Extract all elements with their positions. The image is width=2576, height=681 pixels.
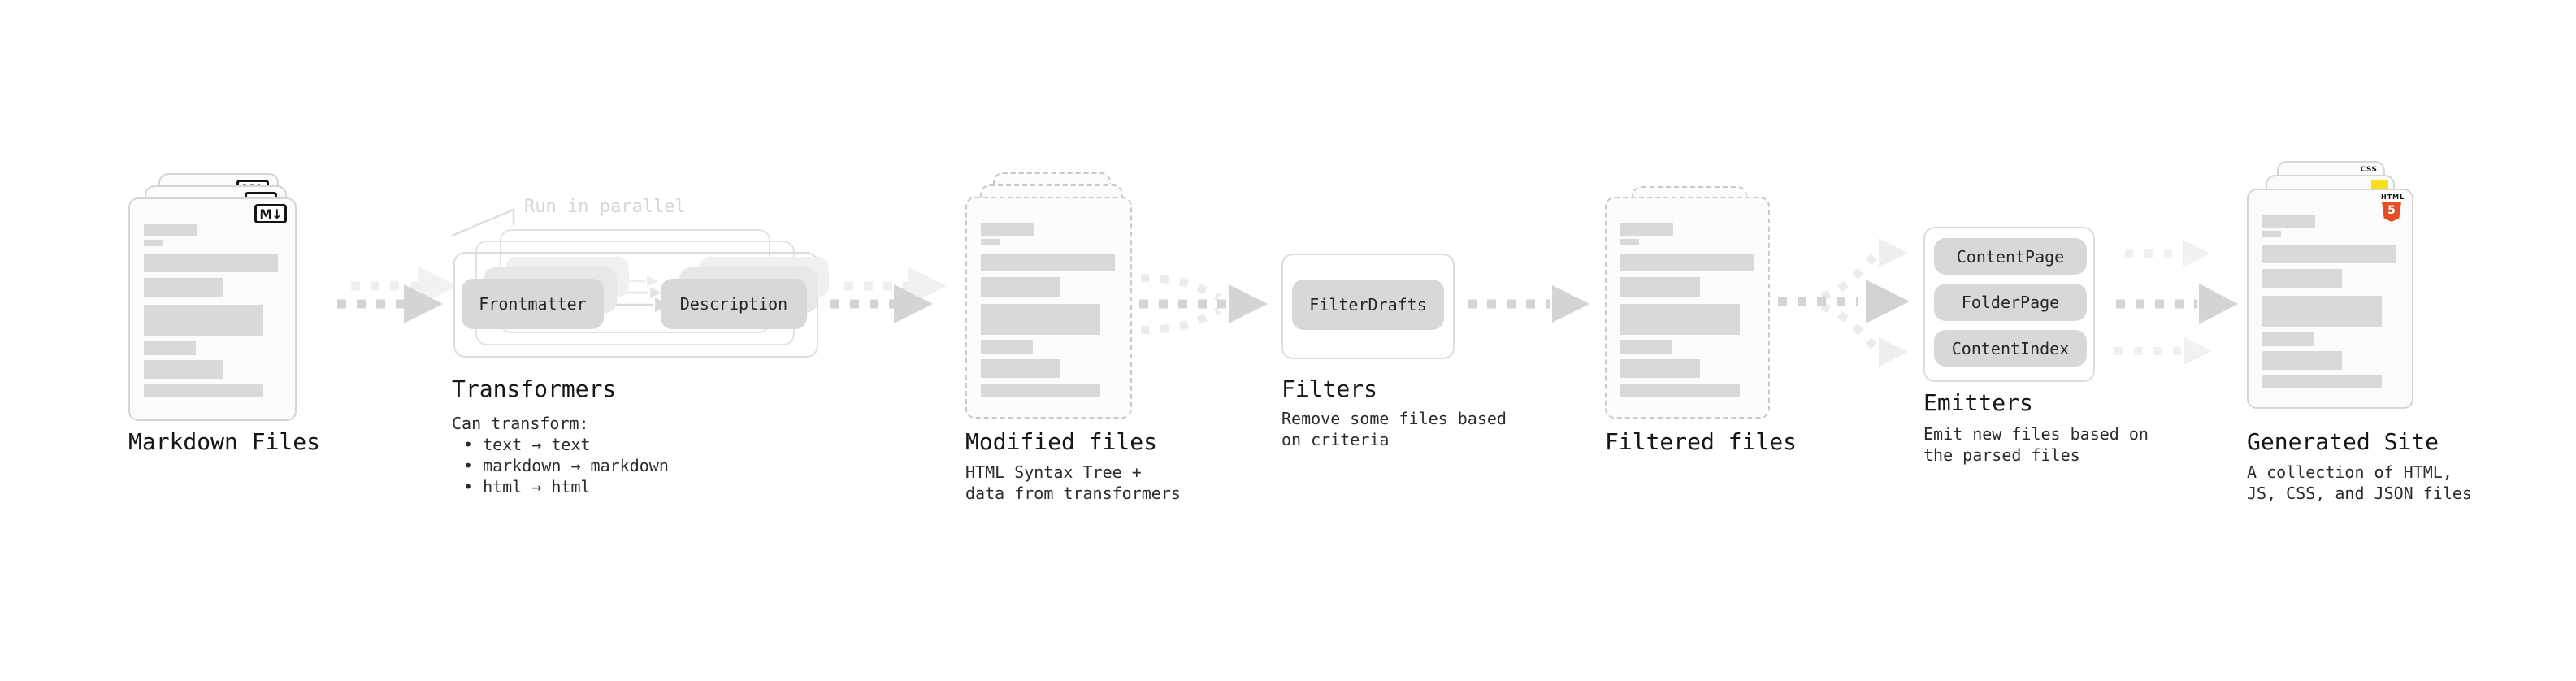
placeholder-bar [981, 277, 1060, 297]
contentpage-pill: ContentPage [1934, 238, 2087, 275]
placeholder-bar [2262, 245, 2396, 263]
transformer-frame-front [453, 252, 818, 358]
generated-file-card-html: HTML 5 [2247, 189, 2413, 409]
placeholder-bar [2262, 215, 2315, 228]
transformers-label: Transformers [452, 375, 617, 402]
placeholder-bar [144, 278, 223, 297]
modified-files-description-line: data from transformers [965, 484, 1181, 503]
markdown-icon-glyph: M↓ [259, 206, 282, 222]
modified-file-card-front [965, 197, 1132, 419]
frontmatter-pill-label: Frontmatter [479, 294, 587, 314]
emitters-description-line: the parsed files [1923, 445, 2080, 465]
arrow-markdown-to-transformers [337, 267, 457, 323]
placeholder-bar [981, 384, 1100, 397]
placeholder-bar [1620, 254, 1754, 271]
placeholder-bar [981, 239, 1000, 245]
modified-files-description-line: HTML Syntax Tree + [965, 462, 1142, 482]
placeholder-bar [144, 384, 263, 397]
filtered-files-label: Filtered files [1605, 428, 1798, 455]
css-icon-text: CSS [2360, 166, 2378, 174]
document-placeholder-lines [2262, 215, 2396, 388]
placeholder-bar [144, 224, 197, 236]
document-placeholder-lines [981, 223, 1115, 397]
run-in-parallel-note: Run in parallel [524, 197, 686, 217]
transformers-bullet: • markdown → markdown [463, 456, 669, 475]
generated-site-label: Generated Site [2247, 428, 2439, 455]
placeholder-bar [144, 240, 163, 246]
placeholder-bar [2262, 375, 2382, 388]
placeholder-bar [1620, 239, 1639, 245]
placeholder-bar [981, 223, 1034, 236]
generated-site-description-line: A collection of HTML, [2247, 462, 2452, 482]
modified-files-label: Modified files [965, 428, 1158, 455]
html5-icon-text: HTML [2381, 193, 2405, 201]
contentindex-pill-label: ContentIndex [1951, 338, 2070, 358]
placeholder-bar [144, 360, 223, 379]
markdown-files-label: Markdown Files [128, 428, 321, 455]
placeholder-bar [981, 254, 1115, 271]
filters-description-line: Remove some files based [1281, 409, 1507, 428]
contentindex-pill: ContentIndex [1934, 330, 2087, 367]
placeholder-bar [1620, 304, 1740, 335]
modified-files-description: HTML Syntax Tree + data from transformer… [965, 462, 1181, 504]
transformers-bullet: • html → html [463, 477, 591, 497]
description-pill: Description [661, 279, 807, 329]
arrow-transformers-to-modified [830, 267, 947, 323]
emitters-frame [1923, 227, 2095, 382]
frontmatter-pill: Frontmatter [462, 279, 604, 329]
filters-frame [1281, 254, 1455, 359]
placeholder-bar [981, 304, 1100, 335]
emitters-label: Emitters [1923, 389, 2033, 416]
arrow-filters-to-filtered [1468, 285, 1589, 323]
html5-icon: HTML 5 [2381, 193, 2405, 222]
html5-icon-shield: 5 [2382, 202, 2401, 222]
placeholder-bar [2262, 332, 2314, 346]
filters-label: Filters [1281, 375, 1378, 402]
document-placeholder-lines [144, 224, 278, 397]
transformers-description-heading: Can transform: [452, 414, 589, 433]
placeholder-bar [981, 340, 1033, 354]
arrow-filtered-to-emitters [1778, 238, 1910, 367]
placeholder-bar [1620, 384, 1740, 397]
transformers-bullet: • text → text [463, 435, 591, 454]
placeholder-bar [2262, 269, 2342, 288]
filterdrafts-pill: FilterDrafts [1292, 280, 1444, 330]
description-pill-label: Description [679, 294, 788, 314]
placeholder-bar [2262, 296, 2382, 327]
placeholder-bar [144, 340, 196, 355]
transformers-description: Can transform: • text → text • markdown … [452, 413, 669, 497]
placeholder-bar [144, 254, 278, 272]
generated-site-description-line: JS, CSS, and JSON files [2247, 484, 2472, 503]
placeholder-bar [1620, 223, 1673, 236]
placeholder-bar [1620, 359, 1700, 378]
generated-site-description: A collection of HTML, JS, CSS, and JSON … [2247, 462, 2472, 504]
markdown-icon: M↓ [254, 204, 287, 223]
filters-description-line: on criteria [1281, 430, 1390, 449]
html5-icon-number: 5 [2387, 204, 2396, 217]
placeholder-bar [1620, 340, 1672, 354]
folderpage-pill-label: FolderPage [1961, 293, 2060, 312]
filterdrafts-pill-label: FilterDrafts [1309, 295, 1427, 314]
emitters-description: Emit new files based on the parsed files [1923, 423, 2149, 466]
filtered-file-card-front [1605, 197, 1770, 419]
arrow-modified-to-filters [1139, 274, 1268, 334]
placeholder-bar [981, 359, 1060, 378]
placeholder-bar [2262, 351, 2342, 370]
folderpage-pill: FolderPage [1934, 284, 2087, 321]
js-icon [2371, 180, 2388, 189]
placeholder-bar [2262, 231, 2281, 237]
markdown-file-card-front: M↓ [128, 197, 297, 421]
document-placeholder-lines [1620, 223, 1754, 397]
emitters-description-line: Emit new files based on [1923, 424, 2149, 444]
placeholder-bar [1620, 277, 1700, 297]
filters-description: Remove some files based on criteria [1281, 408, 1507, 450]
placeholder-bar [144, 305, 263, 336]
arrows-emitters-to-generated [2114, 240, 2238, 365]
contentpage-pill-label: ContentPage [1956, 246, 2065, 267]
